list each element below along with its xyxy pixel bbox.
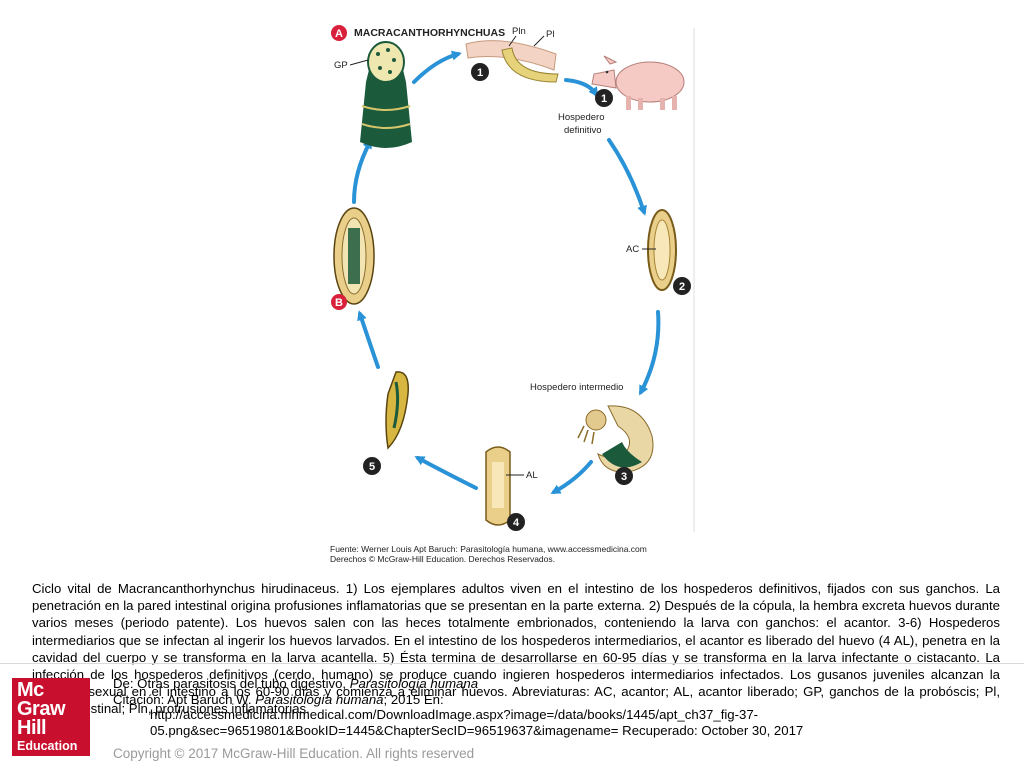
citation-url-line-1[interactable]: http://accessmedicina.mhmedical.com/Down… <box>150 707 759 722</box>
copyright-notice: Copyright © 2017 McGraw-Hill Education. … <box>113 746 475 761</box>
step-badge-2-label: 2 <box>679 281 685 293</box>
citation-line-1-text: De: Otras parasitosis del tubo digestivo… <box>113 676 350 691</box>
label-gp: GP <box>334 60 348 71</box>
citation-line-2: Citación: Apt Baruch W. Parasitología hu… <box>113 692 853 708</box>
marker-b-label: B <box>335 297 343 309</box>
figure-title: MACRACANTHORHYNCHUAS <box>354 27 505 39</box>
figure-caption: Ciclo vital de Macrancanthorhynchus hiru… <box>32 581 1000 717</box>
beetle-larva-intermediate-host <box>577 405 654 473</box>
arrow-cystacanth-to-adult <box>352 138 372 204</box>
citation-block: De: Otras parasitosis del tubo digestivo… <box>113 676 853 738</box>
logo-line-4: Education <box>17 739 78 753</box>
citation-line-2-text: Citación: Apt Baruch W. <box>113 691 256 707</box>
pig-definitive-host <box>591 55 685 110</box>
figure-source-line1: Fuente: Werner Louis Apt Baruch: Parasit… <box>330 544 647 554</box>
logo-line-3: Hill <box>17 717 47 739</box>
label-intermediate-host: Hospedero intermedio <box>530 382 623 393</box>
step-badge-1b-label: 1 <box>601 93 607 105</box>
step-badge-3-label: 3 <box>621 471 627 483</box>
egg-acanthor <box>647 209 677 291</box>
citation-line-1: De: Otras parasitosis del tubo digestivo… <box>113 676 853 692</box>
figure-source-line2: Derechos © McGraw-Hill Education. Derech… <box>330 554 555 562</box>
arrow-acanthor-to-juvenile <box>414 456 478 490</box>
mcgraw-hill-logo: Mc Graw Hill Education <box>12 678 90 756</box>
citation-line-2-suffix: ; 2015 En: <box>383 691 444 707</box>
logo-line-1: Mc <box>17 679 44 701</box>
marker-a <box>331 25 347 41</box>
step-badge-1a-label: 1 <box>477 67 483 79</box>
label-al: AL <box>526 470 538 481</box>
intestine-wall <box>465 40 559 83</box>
adult-worm <box>360 41 412 148</box>
arrow-beetle-to-acanthor <box>550 460 593 494</box>
label-definitive-host-2: definitivo <box>564 125 602 136</box>
step-badge-1a <box>471 63 489 81</box>
citation-line-1-book: Parasitología humana <box>349 676 479 691</box>
step-badge-1b <box>595 89 613 107</box>
label-pl: Pl <box>546 29 554 40</box>
arrow-juvenile-to-cystacanth <box>357 310 380 369</box>
marker-b <box>331 294 347 310</box>
released-acanthor <box>485 446 511 526</box>
label-ac: AC <box>626 244 639 255</box>
life-cycle-diagram: A MACRACANTHORHYNCHUAS GP Pln Pl 1 <box>330 25 695 562</box>
step-badge-4-label: 4 <box>513 517 520 529</box>
logo-line-2: Graw <box>17 698 66 720</box>
arrow-pig-to-egg <box>607 138 647 216</box>
juvenile-acanthella <box>385 371 409 450</box>
step-badge-5-label: 5 <box>369 461 375 473</box>
footer-divider <box>0 663 1024 664</box>
step-badge-2 <box>673 277 691 295</box>
citation-url-line-2[interactable]: 05.png&sec=96519801&BookID=1445&ChapterS… <box>150 722 804 738</box>
citation-line-2-book: Parasitología humana <box>255 691 384 707</box>
marker-a-label: A <box>335 28 343 40</box>
step-badge-4 <box>507 513 525 531</box>
life-cycle-figure: A MACRACANTHORHYNCHUAS GP Pln Pl 1 <box>326 22 696 562</box>
cystacanth <box>333 207 375 305</box>
arrow-egg-to-beetle <box>639 310 661 396</box>
cycle-arrows <box>352 50 661 494</box>
step-badge-3 <box>615 467 633 485</box>
arrow-intestine-to-pig <box>564 78 599 98</box>
step-badge-5 <box>363 457 381 475</box>
label-definitive-host-1: Hospedero <box>558 112 604 123</box>
label-pln: Pln <box>512 26 526 37</box>
arrow-adult-to-intestine <box>412 50 462 84</box>
